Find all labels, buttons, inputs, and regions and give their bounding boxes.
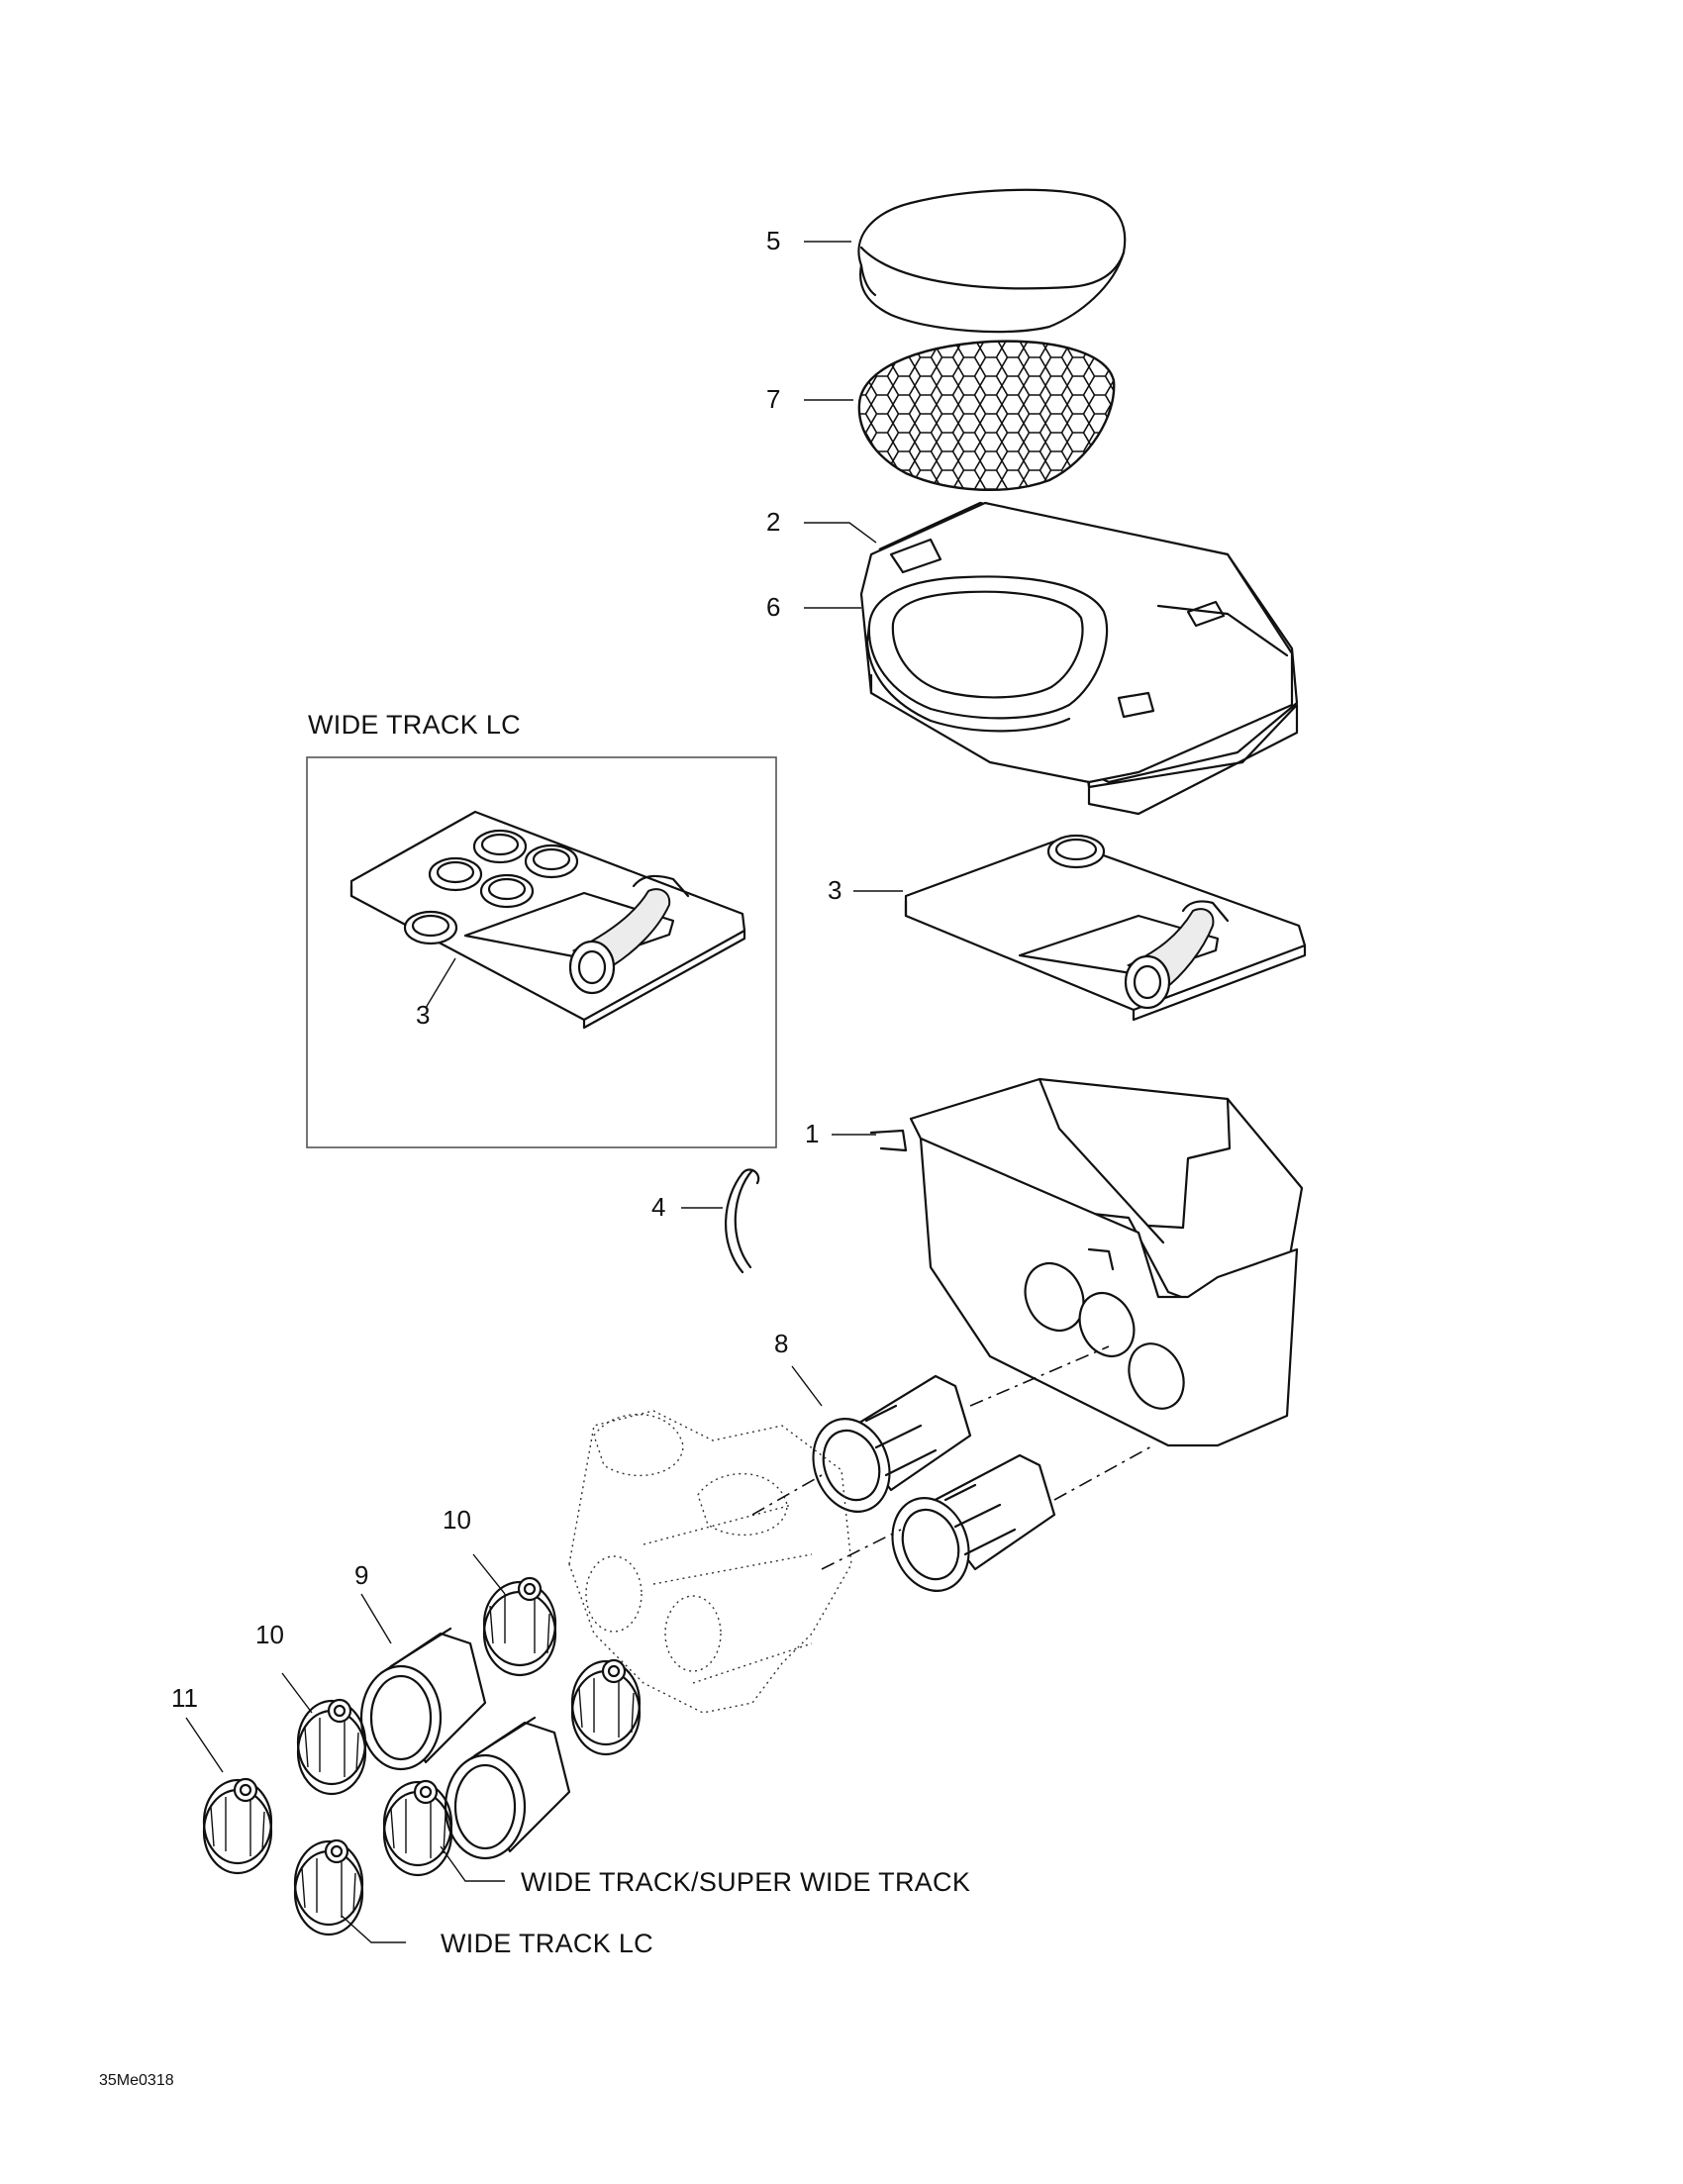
callout-7: 7 [766,384,781,414]
part-9-sleeves [359,1627,571,1860]
callout-5: 5 [766,226,781,255]
callout-11: 11 [171,1683,198,1713]
callout-3-inset: 3 [416,1000,431,1030]
inset-frame [306,756,777,1148]
part-8-adaptors [812,1345,1154,1592]
leader-lines [185,241,903,1943]
callout-10-upper: 10 [443,1505,471,1535]
inset-title: WIDE TRACK LC [308,710,521,740]
carburetor-assembly-phantom [568,1410,902,1714]
part-3-base-plate [904,834,1307,1022]
callout-2: 2 [766,507,781,537]
part-10-lower-right-clamp [570,1658,642,1756]
callout-8: 8 [774,1329,789,1358]
callout-4: 4 [651,1192,666,1222]
variant-note-wide-lc: WIDE TRACK LC [441,1929,653,1958]
callout-9: 9 [354,1560,369,1590]
part-3-inset-base-plate [349,810,746,1030]
part-6-gasket [865,575,1109,733]
part-7-mesh-screen [857,340,1116,492]
part-11-clamps [202,1777,364,1936]
callout-6: 6 [766,592,781,622]
part-5-foam-pad [857,188,1127,334]
callout-3-right: 3 [828,875,842,905]
callout-10-lower: 10 [255,1620,284,1649]
drawing-code: 35Me0318 [99,2072,174,2089]
part-10-extra-clamp [382,1779,453,1877]
part-10-upper-clamp [482,1576,557,1677]
callout-1: 1 [805,1119,820,1148]
part-10-lower-clamp [296,1698,367,1796]
part-1-airbox [869,1077,1304,1447]
part-4-clip [724,1168,760,1274]
variant-note-wide-super: WIDE TRACK/SUPER WIDE TRACK [521,1867,971,1897]
